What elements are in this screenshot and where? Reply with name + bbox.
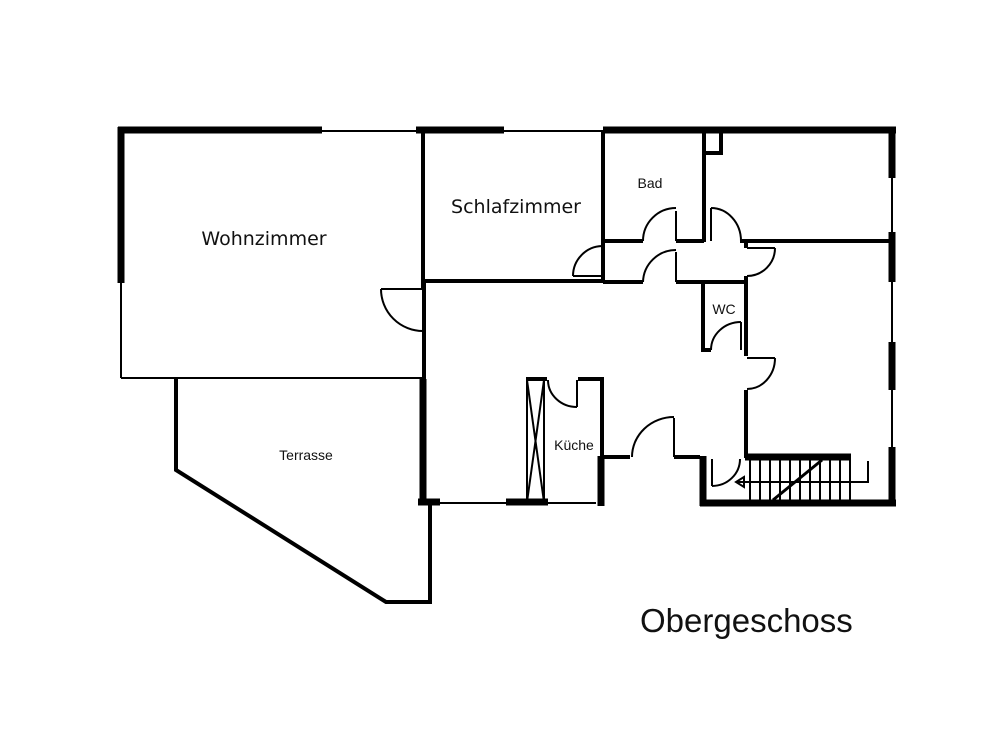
door-icon (380, 288, 424, 332)
room-northeast (710, 207, 892, 243)
room-wohnzimmer: Wohnzimmer (117, 126, 425, 379)
door-icon (746, 247, 776, 277)
door-icon (547, 379, 578, 408)
room-kueche: Küche (526, 377, 604, 503)
room-wc: WC (701, 282, 742, 352)
room-label-schlafzimmer: Schlafzimmer (451, 196, 581, 218)
room-label-wc: WC (712, 301, 735, 317)
door-icon (710, 321, 742, 351)
door-icon (642, 249, 677, 283)
room-label-bad: Bad (638, 175, 663, 191)
room-label-terrasse: Terrasse (279, 447, 333, 463)
room-schlafzimmer: Schlafzimmer (416, 126, 605, 283)
terrasse: Terrasse (174, 379, 440, 604)
door-icon (572, 245, 603, 277)
room-label-wohnzimmer: Wohnzimmer (201, 228, 326, 250)
door-icon (631, 416, 675, 458)
arrow-left-icon (734, 475, 745, 489)
door-icon (642, 207, 677, 242)
stair-steps (749, 460, 851, 500)
floor-title: Obergeschoss (640, 602, 853, 639)
central-area (418, 282, 851, 506)
door-icon (711, 458, 741, 487)
staircase (711, 458, 869, 502)
door-icon (746, 357, 776, 390)
door-icon (710, 207, 742, 242)
room-bad: Bad (603, 130, 723, 243)
exterior-walls-east (603, 126, 896, 507)
room-label-kueche: Küche (554, 437, 594, 453)
